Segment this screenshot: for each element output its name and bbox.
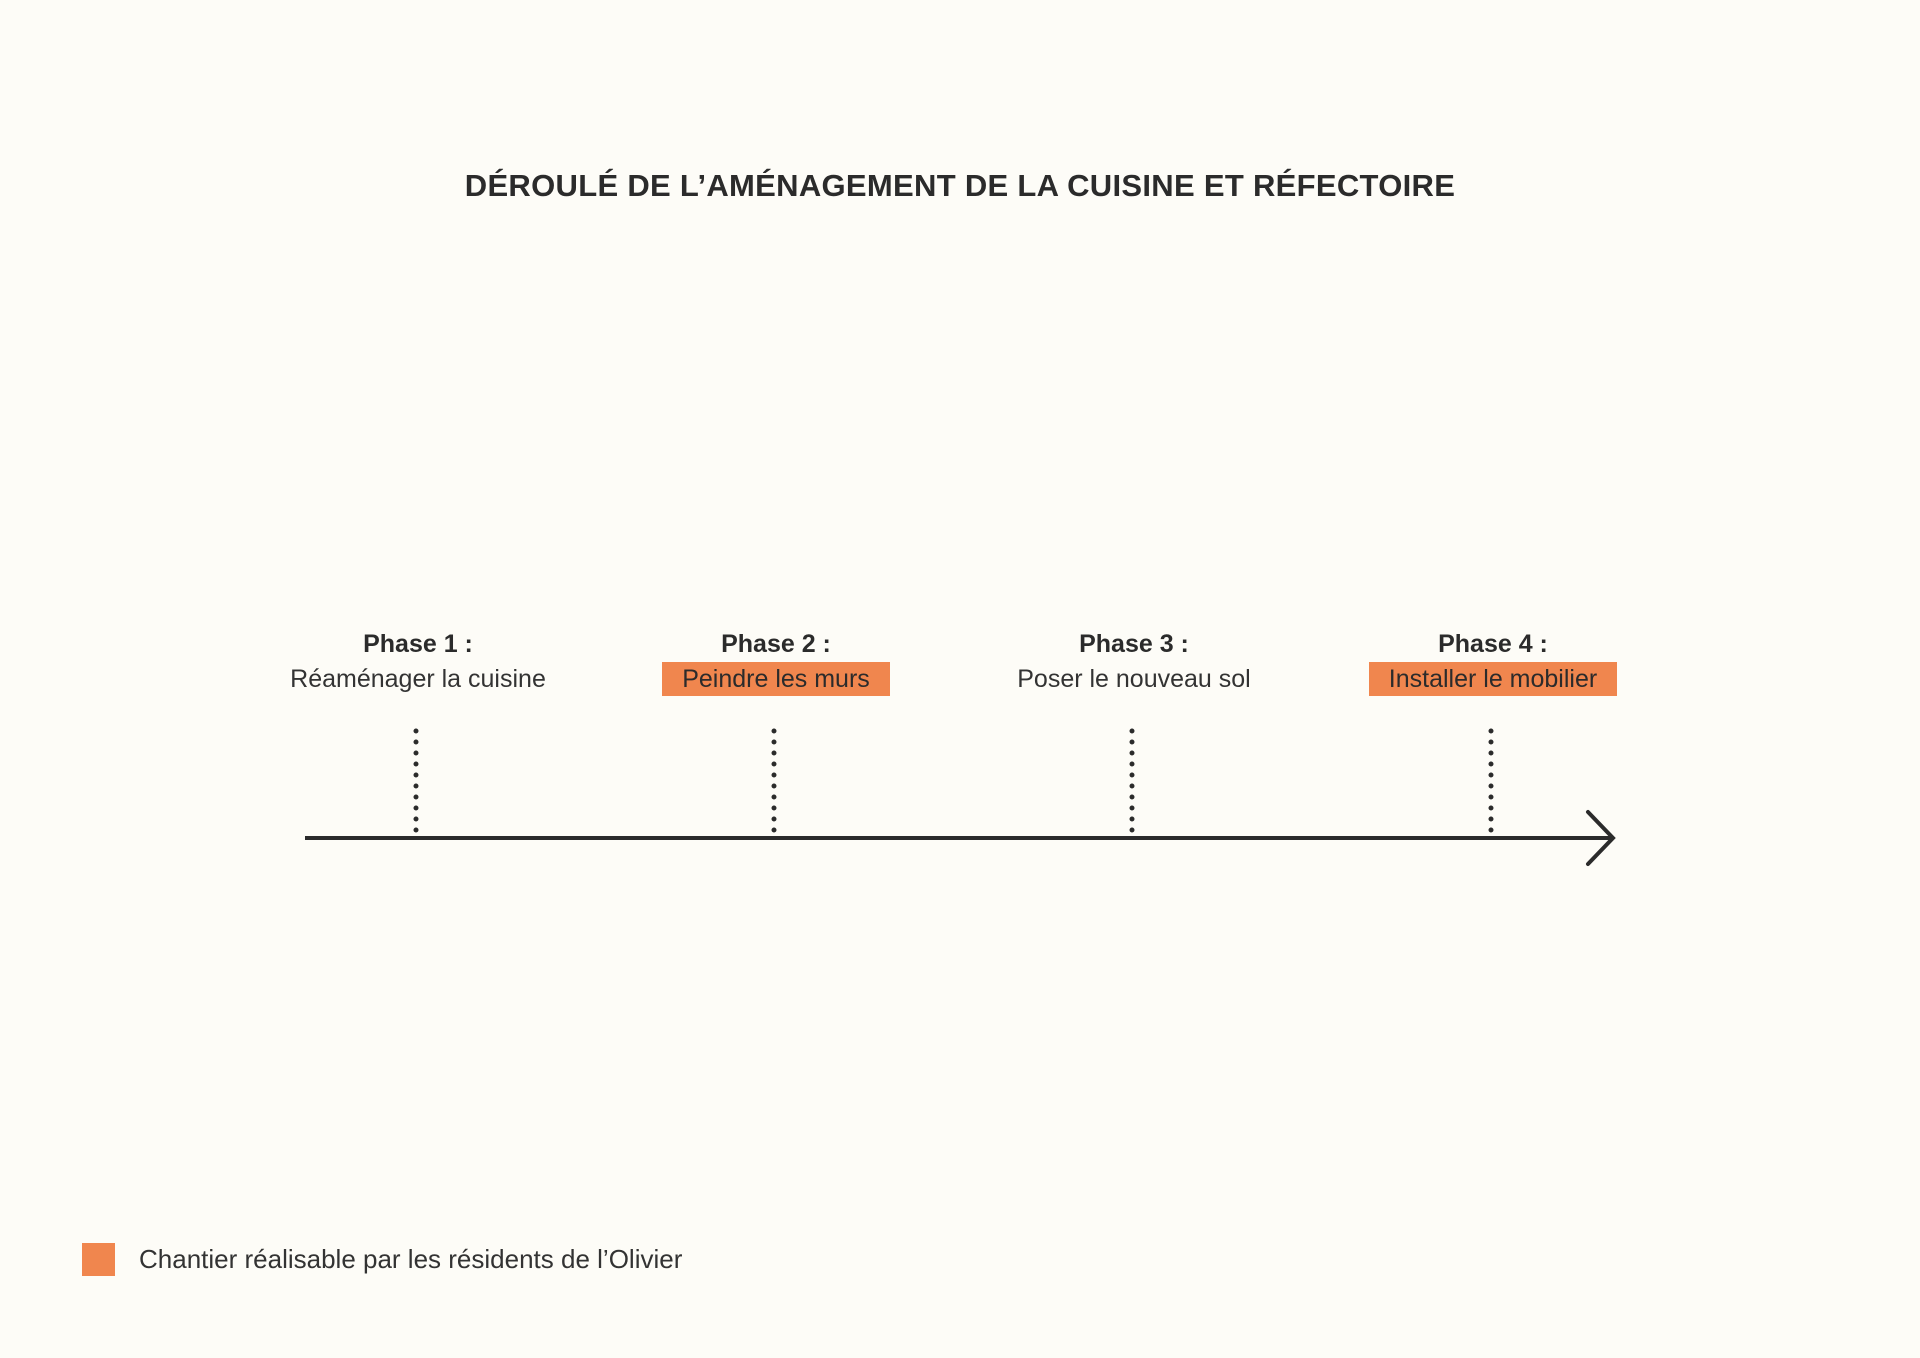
legend-swatch xyxy=(82,1243,115,1276)
phase-heading: Phase 1 : xyxy=(363,630,473,658)
phase-1: Phase 1 : Réaménager la cuisine xyxy=(258,626,578,696)
diagram-title: DÉROULÉ DE L’AMÉNAGEMENT DE LA CUISINE E… xyxy=(464,168,1456,203)
phase-task: Poser le nouveau sol xyxy=(1017,665,1251,693)
phase-task: Installer le mobilier xyxy=(1368,662,1618,696)
phase-task: Peindre les murs xyxy=(662,662,890,696)
phase-3: Phase 3 : Poser le nouveau sol xyxy=(974,626,1294,696)
legend-label: Chantier réalisable par les résidents de… xyxy=(139,1244,683,1274)
phase-2: Phase 2 : Peindre les murs xyxy=(616,626,936,696)
legend: Chantier réalisable par les résidents de… xyxy=(82,1243,682,1276)
phase-4: Phase 4 : Installer le mobilier xyxy=(1333,626,1653,696)
phase-task: Réaménager la cuisine xyxy=(290,665,546,693)
phase-heading: Phase 3 : xyxy=(1079,630,1189,658)
phase-heading: Phase 4 : xyxy=(1438,630,1548,658)
arrow-right-icon xyxy=(1586,810,1616,866)
phase-heading: Phase 2 : xyxy=(721,630,831,658)
